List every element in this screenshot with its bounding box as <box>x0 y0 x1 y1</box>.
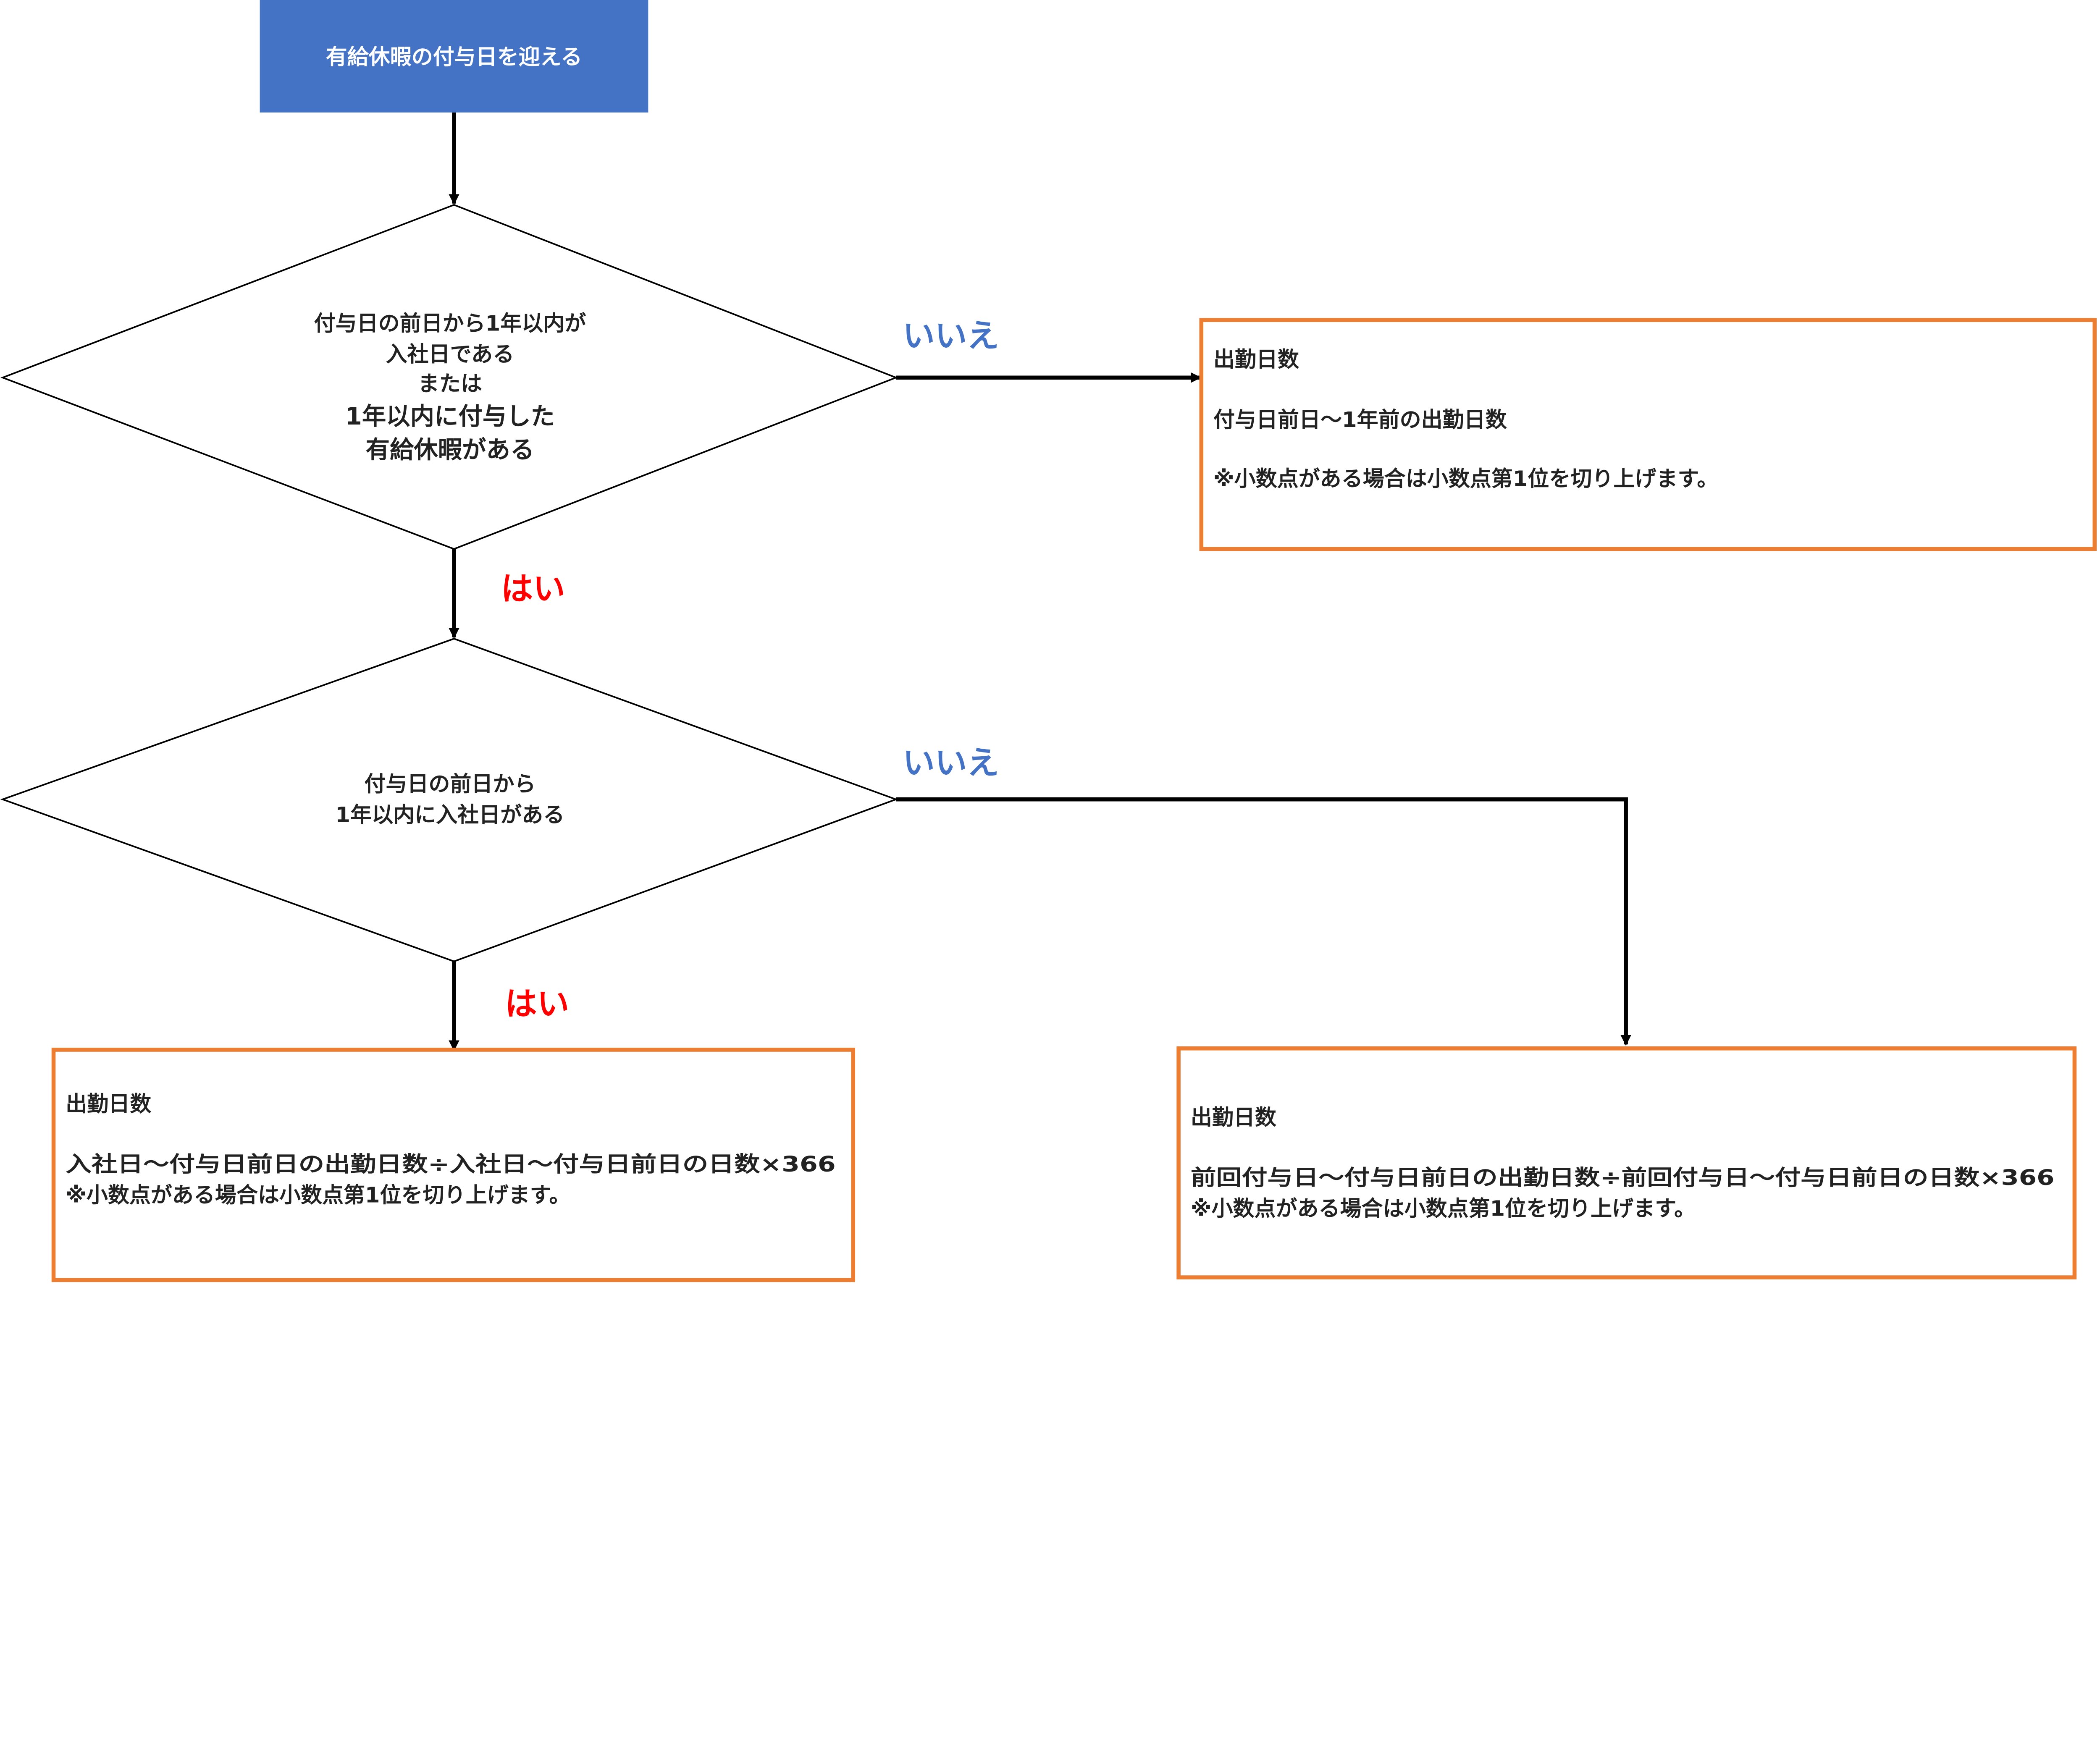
result-yes2: 出勤日数 入社日～付与日前日の出勤日数÷入社日～付与日前日の日数×366 ※小数… <box>51 1048 856 1282</box>
result-no2-title: 出勤日数 <box>1191 1106 1277 1130</box>
decision-2: 付与日の前日から 1年以内に入社日がある <box>0 638 898 962</box>
result-no2: 出勤日数 前回付与日～付与日前日の出勤日数÷前回付与日～付与日前日の日数×366… <box>1176 1046 2077 1279</box>
decision1-line: 入社日である <box>386 342 514 367</box>
result-no1-note: ※小数点がある場合は小数点第1位を切り上げます。 <box>1213 467 1718 492</box>
result-no1: 出勤日数 付与日前日～1年前の出勤日数 ※小数点がある場合は小数点第1位を切り上… <box>1199 318 2097 551</box>
label-no-2: いいえ <box>903 744 999 782</box>
start-text: 有給休暇の付与日を迎える <box>326 45 583 70</box>
result-no2-formula: 前回付与日～付与日前日の出勤日数÷前回付与日～付与日前日の日数×366 <box>1191 1166 2055 1190</box>
decision-1: 付与日の前日から1年以内が 入社日である または 1年以内に付与した 有給休暇が… <box>0 204 898 550</box>
label-no-1: いいえ <box>903 317 999 355</box>
label-yes-2: はい <box>505 986 569 1023</box>
decision1-line: 有給休暇がある <box>366 436 535 464</box>
decision2-line: 付与日の前日から <box>364 772 536 797</box>
start-node: 有給休暇の付与日を迎える <box>260 0 648 113</box>
result-no2-note: ※小数点がある場合は小数点第1位を切り上げます。 <box>1191 1196 1696 1221</box>
connector-no2 <box>896 797 1631 1046</box>
decision2-line: 1年以内に入社日がある <box>336 803 565 828</box>
result-no1-title: 出勤日数 <box>1213 348 1299 372</box>
result-yes2-formula: 入社日～付与日前日の出勤日数÷入社日～付与日前日の日数×366 <box>66 1152 836 1177</box>
label-yes-1: はい <box>501 571 565 608</box>
decision1-line: 1年以内に付与した <box>345 402 555 430</box>
decision1-line: または <box>418 372 482 396</box>
result-yes2-note: ※小数点がある場合は小数点第1位を切り上げます。 <box>66 1183 570 1208</box>
result-no1-formula: 付与日前日～1年前の出勤日数 <box>1213 408 1507 432</box>
decision1-line: 付与日の前日から1年以内が <box>314 312 586 336</box>
result-yes2-title: 出勤日数 <box>66 1092 152 1117</box>
flowchart: 有給休暇の付与日を迎える 付与日の前日から1年以内が 入社日である または 1年… <box>0 0 2097 1282</box>
